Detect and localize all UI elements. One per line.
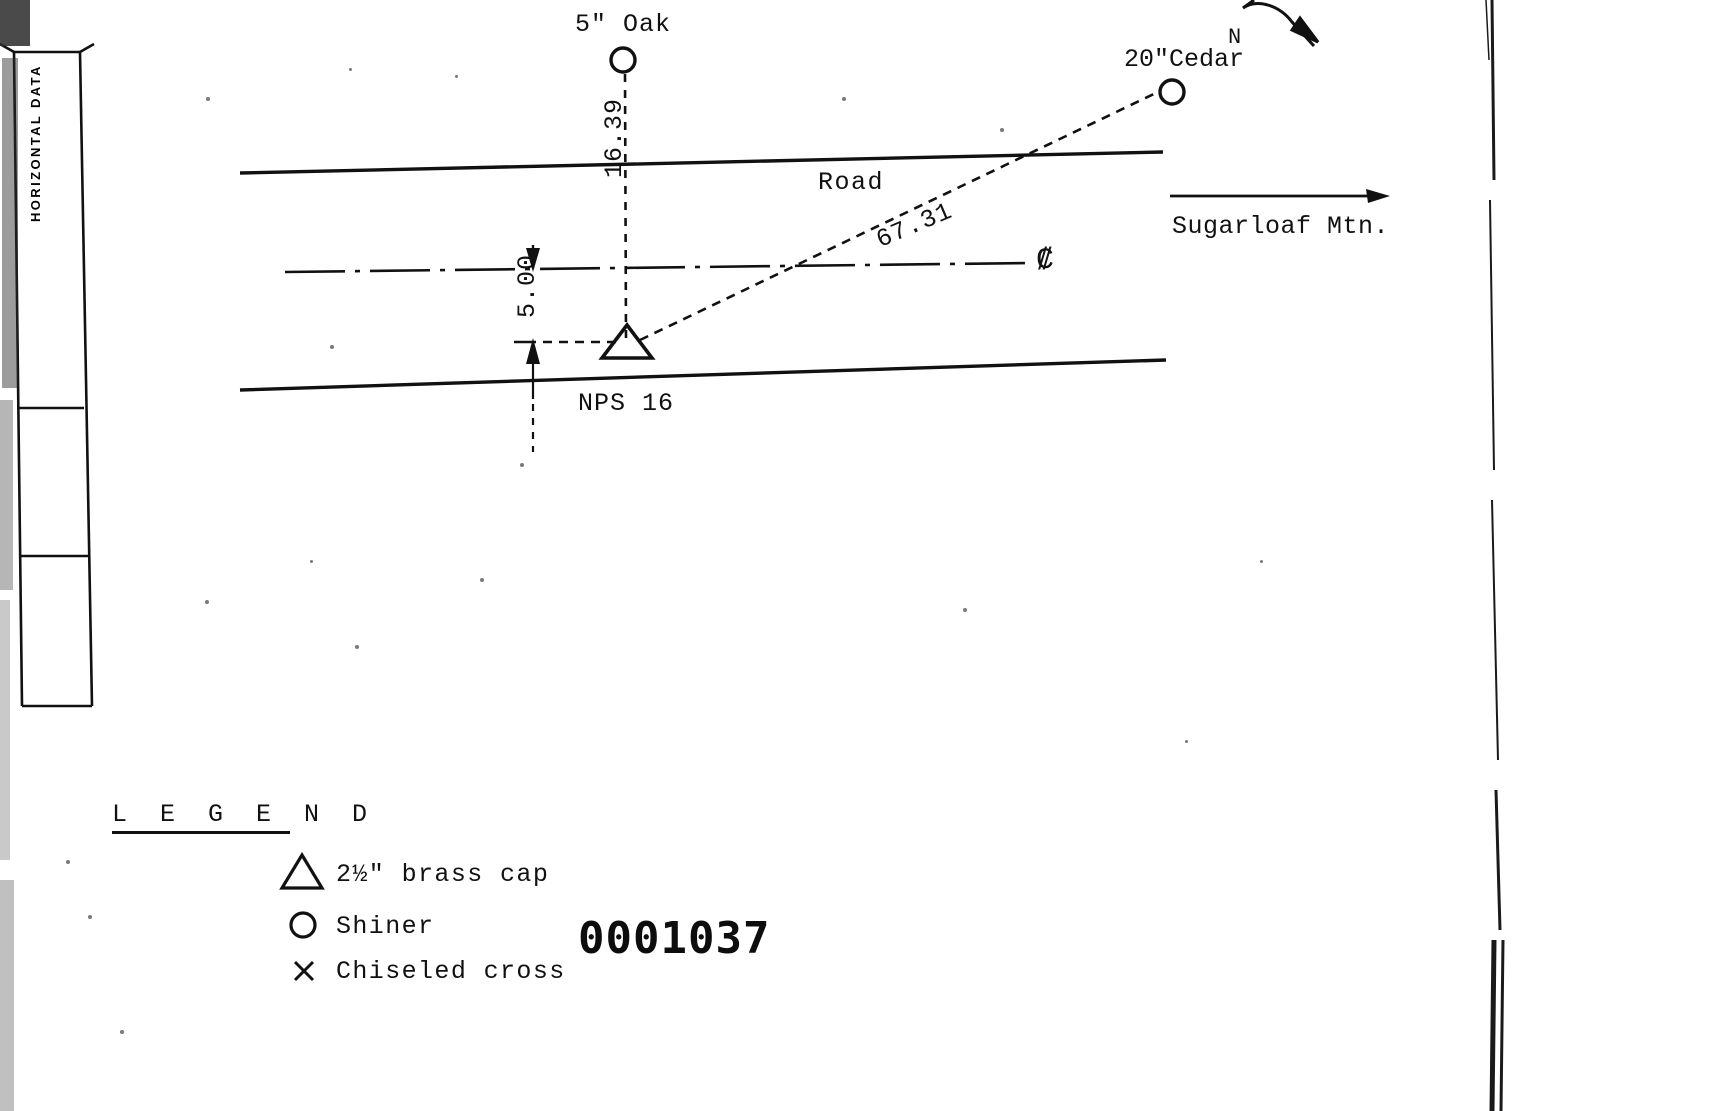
direction-note-sugarloaf: Sugarloaf Mtn. — [1172, 212, 1390, 241]
scan-speck — [310, 560, 313, 563]
scan-speck — [1185, 740, 1188, 743]
legend-item-shiner: Shiner — [336, 912, 435, 941]
scan-speck — [349, 68, 352, 71]
scan-speck — [842, 97, 846, 101]
scan-speck — [963, 608, 967, 612]
scan-speck — [205, 600, 209, 604]
north-label: N — [1228, 25, 1242, 50]
bearing-tree-label-oak: 5" Oak — [575, 10, 672, 39]
scan-speck — [120, 1030, 124, 1034]
scan-speck — [66, 860, 70, 864]
legend-item-brass-cap: 2½" brass cap — [336, 860, 550, 889]
scan-speck — [88, 915, 92, 919]
scan-speck — [1000, 128, 1004, 132]
scan-speck — [1260, 560, 1263, 563]
monument-label-nps16: NPS 16 — [578, 389, 675, 418]
bearing-tree-label-cedar: 20"Cedar — [1124, 45, 1245, 74]
scan-speck — [355, 645, 359, 649]
scan-speck — [330, 345, 334, 349]
scan-speck — [206, 97, 210, 101]
centerline-symbol: ₡ — [1036, 244, 1055, 278]
document-stamp-number: 0001037 — [578, 913, 771, 964]
legend-underline — [112, 831, 290, 834]
scan-speck — [520, 463, 524, 467]
legend-title: L E G E N D — [112, 800, 377, 829]
scan-speck — [455, 75, 458, 78]
scan-speck — [480, 578, 484, 582]
legend-item-chiseled-cross: Chiseled cross — [336, 957, 566, 986]
road-label: Road — [818, 168, 885, 197]
